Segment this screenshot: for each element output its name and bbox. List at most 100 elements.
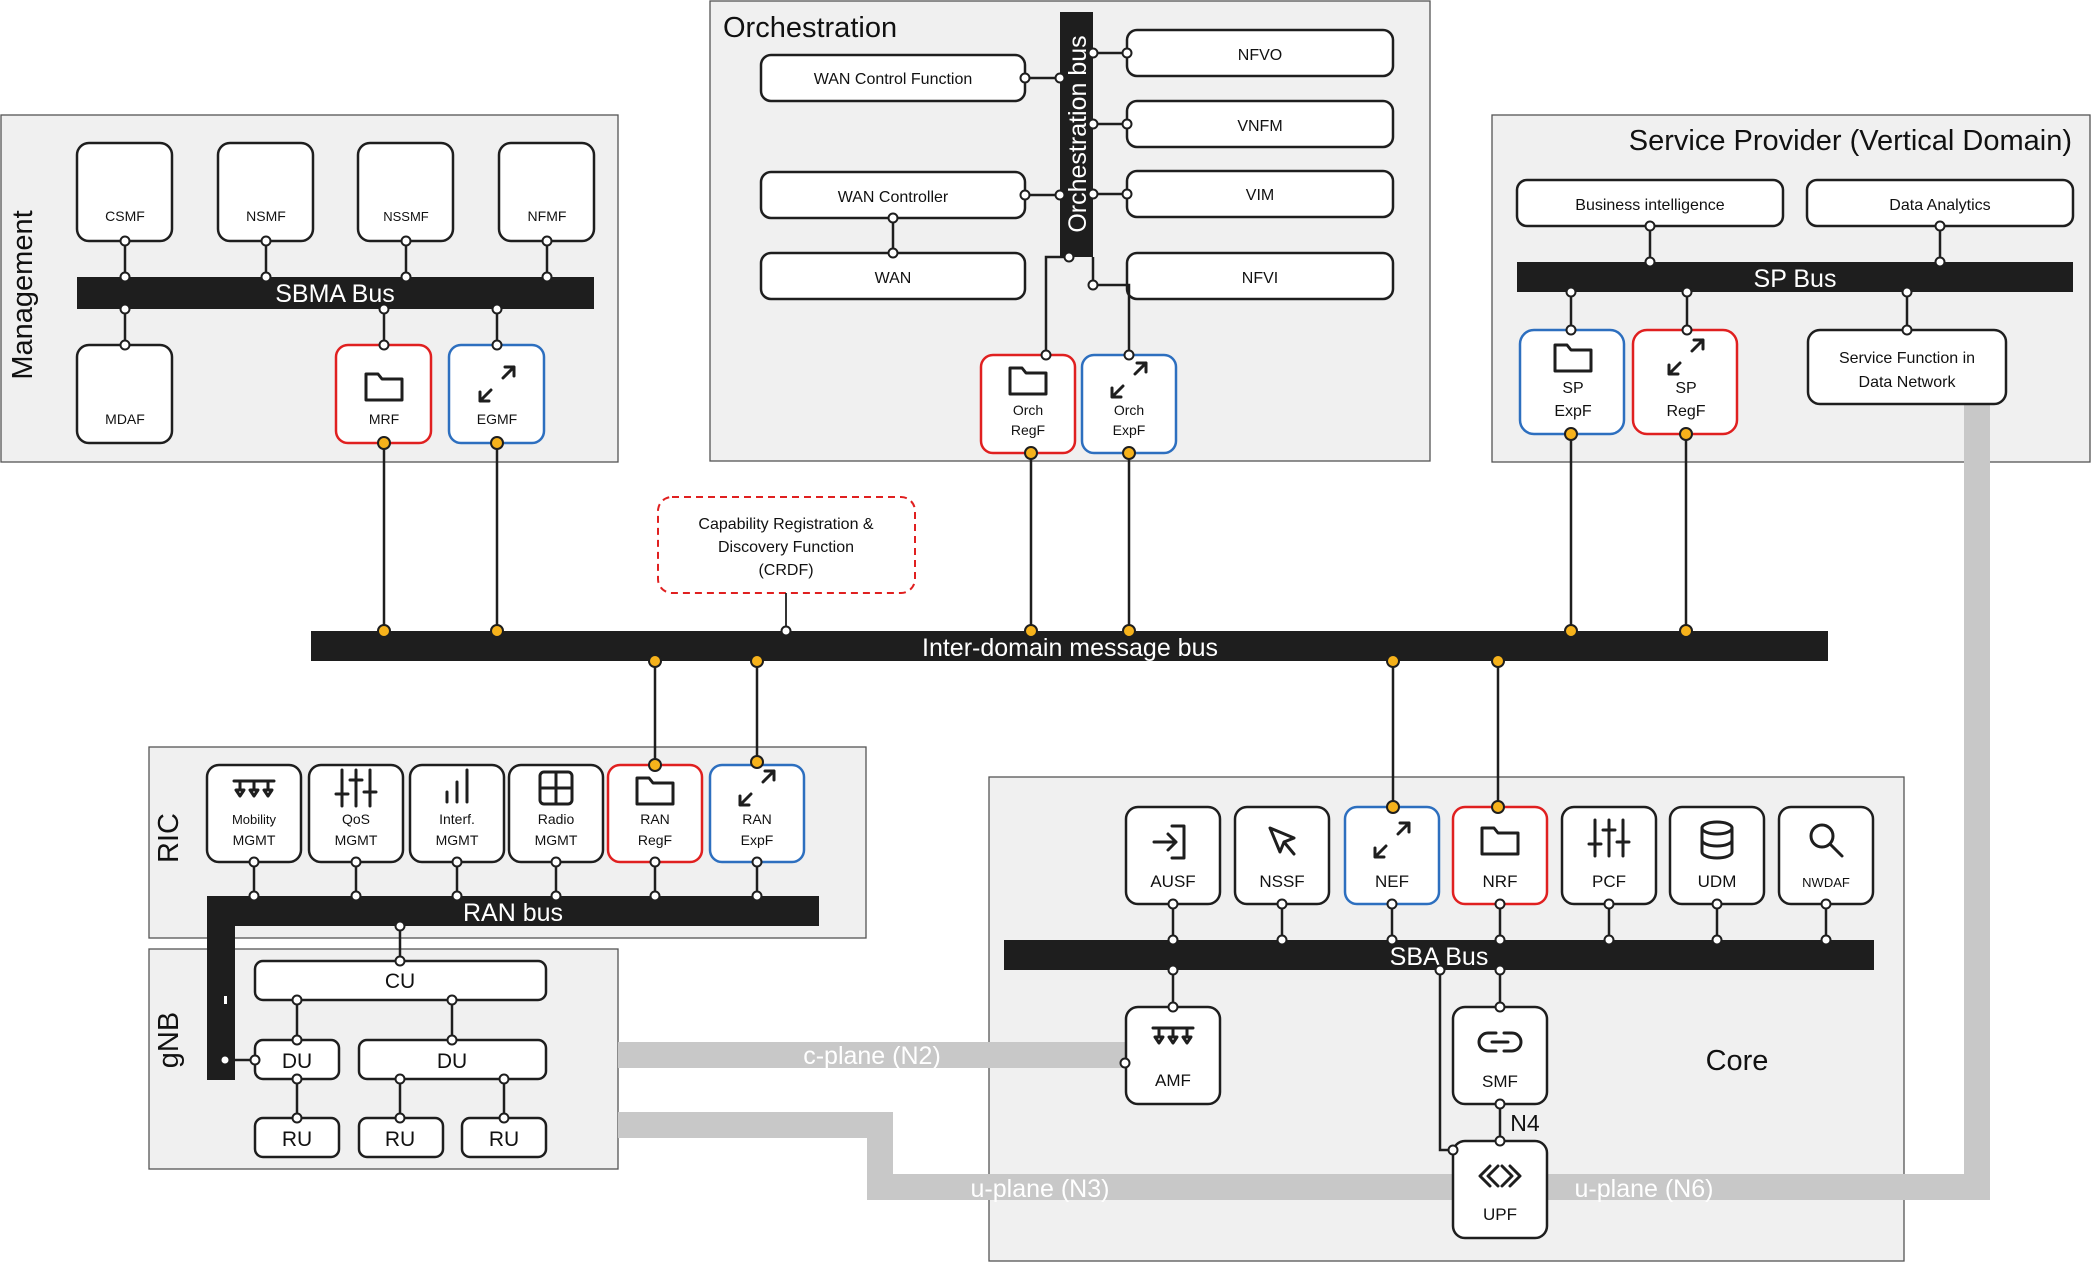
orch-regf-label-line2: RegF (1011, 422, 1045, 438)
du-label-1: DU (282, 1050, 312, 1073)
nfmf-box[interactable] (497, 141, 596, 243)
nwdaf-label: NWDAF (1802, 875, 1850, 890)
orch-regf-label-line1: Orch (1013, 402, 1043, 418)
nsmf-box[interactable] (216, 141, 315, 243)
nef-label: NEF (1375, 872, 1409, 891)
du-label-2: DU (437, 1050, 467, 1073)
qos-mgmt-label-line1: QoS (342, 811, 370, 827)
interf-mgmt-label-line1: Interf. (439, 811, 475, 827)
egmf-label: EGMF (477, 411, 517, 427)
sp-expf-label-line2: ExpF (1554, 403, 1592, 420)
inter-domain-bus-label: Inter-domain message bus (922, 634, 1218, 662)
interf-mgmt-label-line2: MGMT (436, 832, 479, 848)
c-plane-label: c-plane (N2) (803, 1042, 941, 1070)
ran-expf-label-line1: RAN (742, 811, 772, 827)
ric-connectors (248, 856, 763, 902)
radio-mgmt-label-line1: Radio (538, 811, 575, 827)
nfmf-label: NFMF (528, 208, 567, 224)
orchestration-bus (1060, 12, 1093, 257)
gnb-connectors (219, 920, 510, 1124)
ausf-label: AUSF (1150, 872, 1195, 891)
service-provider-connectors (1565, 220, 1946, 336)
crdf-label-line1: Capability Registration & (698, 516, 874, 533)
ran-regf-label-line1: RAN (640, 811, 670, 827)
ric-title: RIC (153, 813, 185, 863)
nfvi-box[interactable] (1125, 251, 1395, 301)
orchestration-bus-label: Orchestration bus (1064, 35, 1092, 232)
service-function-box[interactable] (1806, 328, 2008, 406)
mrf-box[interactable] (334, 343, 433, 445)
vim-label: VIM (1246, 187, 1274, 204)
management-title: Management (7, 210, 39, 379)
egmf-box[interactable] (447, 343, 546, 445)
cu-label: CU (385, 970, 415, 993)
ran-bus-label: RAN bus (463, 899, 563, 927)
csmf-box[interactable] (75, 141, 174, 243)
mobility-mgmt-label-line1: Mobility (232, 812, 277, 827)
ran-expf-label-line2: ExpF (741, 832, 774, 848)
sp-bus (1517, 262, 2073, 292)
upf-label: UPF (1483, 1205, 1517, 1224)
nsmf-label: NSMF (246, 208, 286, 224)
orch-expf-label-line1: Orch (1114, 402, 1144, 418)
radio-mgmt-label-line2: MGMT (535, 832, 578, 848)
sp-bus-label: SP Bus (1754, 265, 1837, 293)
service-provider-title: Service Provider (Vertical Domain) (1629, 125, 2072, 157)
sp-expf-label-line1: SP (1562, 380, 1583, 397)
u-plane-n6-link (1530, 400, 1990, 1200)
sbma-bus-label: SBMA Bus (275, 280, 395, 308)
u-plane-n6-label: u-plane (N6) (1575, 1175, 1714, 1203)
csmf-label: CSMF (105, 208, 145, 224)
business-intelligence-label: Business intelligence (1575, 197, 1725, 214)
wan-controller-label: WAN Controller (838, 189, 949, 206)
ran-bus-vertical (207, 896, 235, 1080)
sbma-bus (77, 277, 594, 309)
core-connectors (1119, 898, 1832, 1156)
pcf-label: PCF (1592, 872, 1626, 891)
crdf-label-line3: (CRDF) (758, 562, 813, 579)
cell-tower-icon (232, 779, 276, 798)
nrf-label: NRF (1483, 872, 1518, 891)
nfvi-label: NFVI (1242, 270, 1278, 287)
ru-label-3: RU (489, 1128, 519, 1151)
sliders-icon (1587, 818, 1631, 858)
management-connectors (119, 235, 553, 351)
u-plane-n3-label: u-plane (N3) (971, 1175, 1110, 1203)
crdf-label-line2: Discovery Function (718, 539, 854, 556)
nssmf-box[interactable] (356, 141, 455, 243)
nfvo-label: NFVO (1238, 47, 1282, 64)
orchestration-connectors (887, 47, 1135, 361)
sp-regf-label-line1: SP (1675, 380, 1696, 397)
wan-control-function-label: WAN Control Function (814, 71, 973, 88)
sliders-icon (334, 768, 378, 808)
service-function-label-line2: Data Network (1859, 374, 1957, 391)
udm-label: UDM (1698, 872, 1737, 891)
ran-bus (207, 896, 819, 926)
wan-label: WAN (875, 270, 912, 287)
mobility-mgmt-label-line2: MGMT (233, 832, 276, 848)
core-title: Core (1706, 1045, 1769, 1077)
mrf-label: MRF (369, 411, 399, 427)
nssmf-label: NSSMF (383, 209, 429, 224)
mdaf-label: MDAF (105, 411, 145, 427)
data-analytics-label: Data Analytics (1889, 197, 1990, 214)
mdaf-box[interactable] (75, 343, 174, 445)
amf-label: AMF (1155, 1071, 1191, 1090)
qos-mgmt-label-line2: MGMT (335, 832, 378, 848)
ran-regf-label-line2: RegF (638, 832, 672, 848)
orchestration-title: Orchestration (723, 12, 897, 44)
ru-label-1: RU (282, 1128, 312, 1151)
sp-regf-label-line2: RegF (1666, 403, 1705, 420)
cell-tower-icon (1151, 1026, 1195, 1045)
u-plane-n3-link (618, 1112, 1460, 1200)
smf-label: SMF (1482, 1072, 1518, 1091)
crdf-box[interactable] (657, 496, 916, 594)
service-function-label-line1: Service Function in (1839, 350, 1975, 367)
n4-label: N4 (1510, 1110, 1540, 1136)
ru-label-2: RU (385, 1128, 415, 1151)
attachment-points (377, 427, 1693, 814)
gnb-title: gNB (153, 1012, 185, 1068)
vnfm-label: VNFM (1237, 118, 1282, 135)
orch-expf-label-line2: ExpF (1113, 422, 1146, 438)
